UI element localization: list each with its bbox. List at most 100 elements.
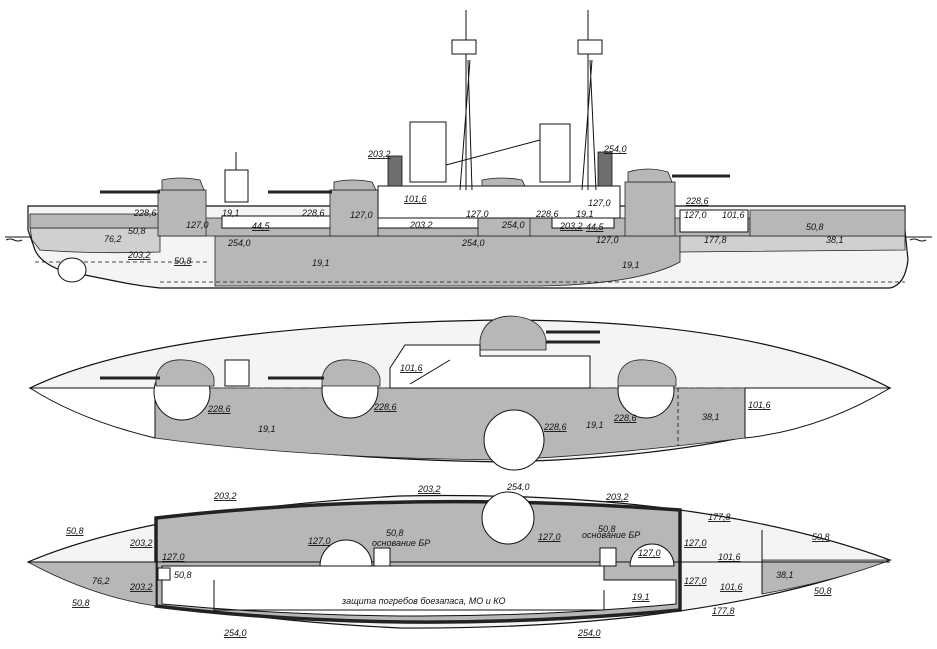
deck-label: 127,0 bbox=[684, 538, 707, 548]
deck-label: 50,8 bbox=[72, 598, 90, 608]
deck-label: 127,0 bbox=[684, 576, 707, 586]
top-superstructure bbox=[389, 344, 591, 389]
deck-bow-armor bbox=[27, 561, 157, 607]
top-label: 228,6 bbox=[613, 413, 637, 423]
side-turret-fwd-2-house bbox=[333, 179, 377, 191]
side-vent bbox=[597, 151, 613, 187]
deck-label: 50,8 bbox=[66, 526, 84, 536]
side-label: 44,5 bbox=[586, 222, 605, 232]
top-turret bbox=[321, 359, 381, 387]
side-superstructure bbox=[377, 185, 621, 219]
deck-label: 50,8 bbox=[386, 528, 404, 538]
side-label: 203,2 bbox=[367, 149, 391, 159]
side-turret-fwd-1 bbox=[157, 189, 207, 237]
top-label: 19,1 bbox=[586, 420, 604, 430]
side-label: 254,0 bbox=[603, 144, 627, 154]
deck-label: 203,2 bbox=[129, 582, 153, 592]
top-label: 228,6 bbox=[373, 402, 397, 412]
top-turret bbox=[617, 359, 677, 387]
deck-label: 50,8 bbox=[812, 532, 830, 542]
deck-plan: 203,2 203,2 254,0 203,2 177,8 50,8 203,2… bbox=[26, 482, 892, 638]
side-label: 76,2 bbox=[104, 234, 122, 244]
side-view: 228,6 50,8 76,2 203,2 127,0 19,1 228,6 4… bbox=[5, 10, 932, 289]
side-label: 101,6 bbox=[722, 210, 745, 220]
top-stern-white bbox=[744, 387, 892, 439]
deck-label: 50,8 bbox=[814, 586, 832, 596]
deck-label: 203,2 bbox=[417, 484, 441, 494]
side-label: 50,8 bbox=[128, 226, 146, 236]
side-label: 228,6 bbox=[535, 209, 559, 219]
side-boom bbox=[445, 139, 541, 166]
deck-small-block bbox=[157, 567, 171, 581]
side-label: 127,0 bbox=[466, 209, 489, 219]
side-turret-aft-house bbox=[627, 168, 673, 183]
side-label: 228,6 bbox=[685, 196, 709, 206]
side-label: 254,0 bbox=[227, 238, 251, 248]
side-mast-top-fwd bbox=[451, 39, 477, 55]
side-bow-belt bbox=[29, 227, 161, 254]
deck-label: 127,0 bbox=[162, 552, 185, 562]
side-label: 127,0 bbox=[684, 210, 707, 220]
side-turret-fwd-1-house bbox=[161, 177, 205, 191]
deck-base-block bbox=[599, 547, 617, 567]
side-main-belt bbox=[214, 235, 681, 287]
side-label: 50,8 bbox=[174, 256, 192, 266]
deck-magazine-note: защита погребов боезапаса, МО и КО bbox=[341, 596, 505, 606]
deck-label: 50,8 bbox=[174, 570, 192, 580]
deck-base-label: основание БР bbox=[582, 530, 640, 540]
top-turret-centre bbox=[479, 315, 547, 351]
side-bow-bulb bbox=[57, 257, 87, 283]
deck-label: 127,0 bbox=[308, 536, 331, 546]
side-label: 254,0 bbox=[461, 238, 485, 248]
side-mast-aft bbox=[581, 10, 597, 191]
deck-magazine-inner bbox=[213, 580, 605, 611]
side-label: 177,8 bbox=[704, 235, 727, 245]
side-fwd-bridge bbox=[224, 169, 249, 203]
side-label: 228,6 bbox=[133, 208, 157, 218]
deck-base-label: основание БР bbox=[372, 538, 430, 548]
side-label: 50,8 bbox=[806, 222, 824, 232]
side-label: 127,0 bbox=[350, 210, 373, 220]
side-label: 203,2 bbox=[559, 221, 583, 231]
side-label: 127,0 bbox=[186, 220, 209, 230]
side-view-labels: 228,6 50,8 76,2 203,2 127,0 19,1 228,6 4… bbox=[104, 144, 844, 270]
deck-label: 50,8 bbox=[598, 524, 616, 534]
deck-label: 177,8 bbox=[708, 512, 731, 522]
side-label: 38,1 bbox=[826, 235, 844, 245]
deck-label: 254,0 bbox=[577, 628, 601, 638]
side-label: 44,5 bbox=[252, 221, 271, 231]
top-barbette bbox=[483, 409, 545, 471]
side-funnel-2 bbox=[539, 123, 571, 183]
side-label: 228,6 bbox=[301, 208, 325, 218]
deck-label: 203,2 bbox=[605, 492, 629, 502]
deck-magazine-area bbox=[161, 565, 677, 617]
deck-label: 177,8 bbox=[712, 606, 735, 616]
side-label: 19,1 bbox=[312, 258, 330, 268]
deck-label: 254,0 bbox=[506, 482, 530, 492]
deck-label: 203,2 bbox=[129, 538, 153, 548]
top-label: 228,6 bbox=[543, 422, 567, 432]
top-view: 228,6 228,6 101,6 19,1 228,6 19,1 228,6 … bbox=[28, 315, 892, 471]
side-label: 127,0 bbox=[596, 235, 619, 245]
side-mast-fwd bbox=[459, 10, 473, 191]
side-mast-top-aft bbox=[577, 39, 603, 55]
top-crane bbox=[409, 359, 451, 385]
top-label: 101,6 bbox=[400, 363, 423, 373]
deck-base-block bbox=[373, 547, 391, 567]
deck-label: 101,6 bbox=[720, 582, 743, 592]
side-label: 254,0 bbox=[501, 220, 525, 230]
side-label: 19,1 bbox=[222, 208, 240, 218]
side-label: 203,2 bbox=[127, 250, 151, 260]
side-vent bbox=[387, 155, 403, 187]
top-turret bbox=[155, 359, 215, 387]
deck-label: 254,0 bbox=[223, 628, 247, 638]
side-label: 203,2 bbox=[409, 220, 433, 230]
side-label: 127,0 bbox=[588, 198, 611, 208]
deck-label: 101,6 bbox=[718, 552, 741, 562]
top-view-labels: 228,6 228,6 101,6 19,1 228,6 19,1 228,6 … bbox=[207, 363, 771, 434]
deck-label: 19,1 bbox=[632, 592, 650, 602]
deck-label: 203,2 bbox=[213, 491, 237, 501]
side-funnel-1 bbox=[409, 121, 447, 183]
top-bow-white bbox=[28, 387, 156, 439]
